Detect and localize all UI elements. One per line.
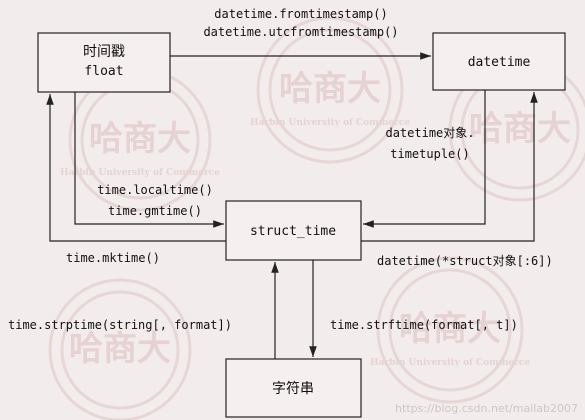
- edge-label-datetime-object: datetime对象.: [385, 126, 474, 140]
- edge-label-strptime: time.strptime(string[, format]): [8, 318, 232, 332]
- seal-watermark: 哈商大 Harbin University of Commerce: [250, 16, 410, 164]
- svg-text:哈商大: 哈商大: [69, 329, 171, 369]
- edge-datetime-to-struct-time: [363, 90, 486, 228]
- edge-label-fromtimestamp: datetime.fromtimestamp(): [214, 7, 387, 21]
- node-timestamp-title: 时间戳: [83, 44, 125, 60]
- seal-watermark: 哈商大 Harbin University of Commerce: [370, 256, 530, 404]
- edge-label-gmtime: time.gmtime(): [108, 204, 202, 218]
- edge-struct-time-to-timestamp: [46, 94, 226, 242]
- svg-text:哈商大: 哈商大: [89, 119, 191, 159]
- edge-label-timetuple: timetuple(): [390, 147, 469, 161]
- watermark-url: https://blog.csdn.net/mailab2007: [395, 402, 578, 415]
- edge-label-strftime: time.strftime(format[, t]): [330, 318, 518, 332]
- node-struct-time: struct_time: [225, 200, 362, 261]
- edge-label-mktime: time.mktime(): [66, 251, 160, 265]
- node-datetime-label: datetime: [468, 55, 531, 70]
- svg-text:哈商大: 哈商大: [469, 109, 571, 149]
- edge-label-datetime-constructor: datetime(*struct对象[:6]): [377, 254, 553, 268]
- svg-text:Harbin University of Commerce: Harbin University of Commerce: [250, 118, 410, 128]
- svg-text:哈商大: 哈商大: [399, 309, 501, 349]
- node-string-label: 字符串: [272, 381, 314, 397]
- node-timestamp: 时间戳 float: [37, 32, 171, 93]
- node-struct-time-label: struct_time: [250, 224, 336, 239]
- edge-struct-time-to-datetime: [361, 92, 538, 242]
- svg-text:哈商大: 哈商大: [279, 69, 381, 109]
- seal-watermark: 哈商大: [48, 278, 192, 420]
- node-datetime: datetime: [432, 32, 566, 91]
- edge-label-localtime: time.localtime(): [97, 183, 213, 197]
- node-string: 字符串: [225, 358, 362, 418]
- node-timestamp-type: float: [84, 64, 123, 79]
- svg-text:Harbin University of Commerce: Harbin University of Commerce: [60, 168, 220, 178]
- edge-timestamp-to-struct-time: [74, 92, 224, 228]
- edge-label-utcfromtimestamp: datetime.utcfromtimestamp(): [203, 25, 398, 39]
- svg-text:Harbin University of Commerce: Harbin University of Commerce: [370, 358, 530, 368]
